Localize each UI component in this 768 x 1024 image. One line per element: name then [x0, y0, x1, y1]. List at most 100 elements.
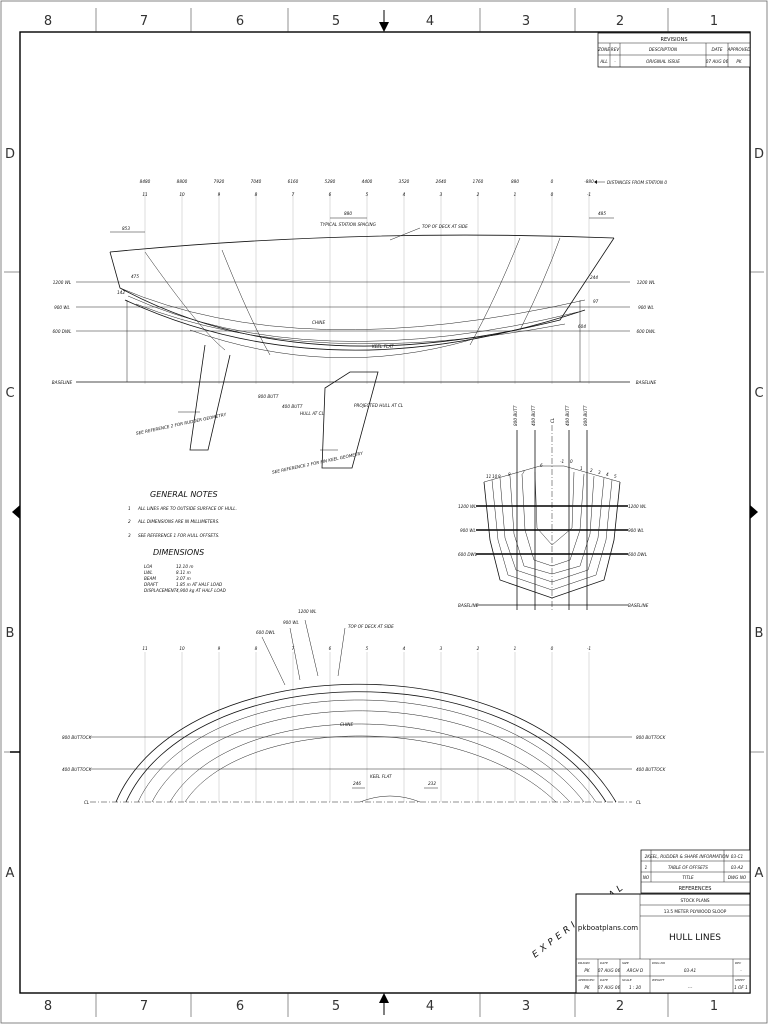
waterline-label: BASELINE [636, 380, 657, 385]
plan-station-number: 6 [329, 646, 332, 651]
dim-label: 244 [590, 275, 598, 280]
profile-view: 8480 8800 7920 7040 6160 5280 4400 3520 … [52, 179, 668, 475]
revisions-cell: PK [736, 59, 743, 64]
plan-station-number: 7 [292, 646, 295, 651]
dimension-key: LOA [144, 564, 153, 569]
dim-label: 853 [122, 226, 130, 231]
reference-number: 1 [645, 865, 648, 870]
distances-note: DISTANCES FROM STATION 0 [607, 180, 667, 185]
revisions-table: REVISIONS ZONE REV DESCRIPTION DATE APPR… [597, 32, 751, 68]
reference-number: NO [643, 875, 650, 880]
body-butt-label: 800 BUTT [583, 405, 588, 426]
plan-wl-label: 900 WL [283, 620, 299, 625]
plan-dim-label: 232 [428, 781, 436, 786]
column-label: 4 [426, 14, 434, 29]
column-label: 1 [710, 999, 718, 1014]
body-wl-label: BASELINE [628, 603, 649, 608]
general-notes: GENERAL NOTES 1 ALL LINES ARE TO OUTSIDE… [128, 490, 237, 538]
keel-flat-label: KEEL FLAT [372, 344, 394, 349]
plan-buttock-label: 400 BUTTOCK [62, 767, 93, 772]
revisions-header: DESCRIPTION [649, 47, 678, 52]
fin-ref-label: SEE REFERENCE 2 FOR FIN KEEL GEOMETRY [272, 450, 364, 474]
dimension-key: BEAM [144, 576, 156, 581]
plan-station-number: 3 [440, 646, 443, 651]
station-number: 2 [477, 192, 480, 197]
dim-label: 142 [117, 290, 125, 295]
body-butt-label: CL [550, 417, 555, 423]
plan-deck-label: TOP OF DECK AT SIDE [348, 624, 394, 629]
rudder-ref-label: SEE REFERENCE 2 FOR RUDDER GEOMETRY [135, 412, 227, 436]
dimensions-title: DIMENSIONS [153, 548, 204, 557]
plan-station-number: 1 [514, 646, 517, 651]
body-butt-label: 800 BUTT [513, 405, 518, 426]
distance-label: 0 [551, 179, 554, 184]
row-label: D [5, 147, 15, 162]
revisions-cell: 07 AUG 06 [706, 59, 729, 64]
column-label: 5 [332, 999, 340, 1014]
distance-label: 2640 [436, 179, 447, 184]
center-mark-left-icon [12, 505, 20, 519]
field-value: 07 AUG 06 [598, 985, 621, 990]
field-label: SIZE [622, 961, 629, 965]
row-label: D [754, 147, 764, 162]
row-label: A [755, 866, 764, 881]
dimension-key: DISPLACEMENT [144, 588, 177, 593]
distance-label: 880 [511, 179, 519, 184]
field-label: DWG NO [652, 961, 666, 965]
distance-label: 8800 [177, 179, 188, 184]
waterline-label: 900 WL [54, 305, 70, 310]
station-number: 0 [551, 192, 554, 197]
distance-label: 6160 [288, 179, 299, 184]
dim-label: 97 [593, 299, 599, 304]
field-label: DATE [600, 978, 608, 982]
body-wl-label: 1200 WL [628, 504, 647, 509]
plan-category: STOCK PLANS [680, 898, 709, 903]
field-label: DATE [600, 961, 608, 965]
profile-hull-lines [109, 234, 615, 469]
distance-label: -880 [584, 179, 594, 184]
station-number: 8 [255, 192, 258, 197]
field-label: REV [735, 961, 742, 965]
note-text: ALL LINES ARE TO OUTSIDE SURFACE OF HULL… [137, 506, 237, 511]
column-label: 6 [236, 999, 244, 1014]
column-label: 2 [616, 999, 624, 1014]
field-label: DRAWN [578, 961, 590, 965]
field-value: ARCH D [626, 968, 644, 973]
references-table: 2 KEEL, RUDDER & SHAPE INFORMATION 03-C1… [640, 849, 751, 894]
dim-label: 604 [578, 324, 586, 329]
dimension-value: 3.07 m [176, 576, 191, 581]
field-label: WEIGHT [652, 978, 665, 982]
body-plan: 800 BUTT 400 BUTT CL 400 BUTT 800 BUTT 1… [458, 405, 649, 610]
body-station-label: 9 [498, 474, 501, 479]
drawing-title: HULL LINES [669, 933, 721, 943]
column-label: 8 [44, 14, 52, 29]
reference-number: 2 [645, 854, 648, 859]
station-spacing-value: 880 [344, 211, 352, 216]
butt-label: 400 BUTT [282, 404, 303, 409]
column-label: 3 [522, 14, 530, 29]
note-text: ALL DIMENSIONS ARE IN MILLIMETERS. [137, 519, 220, 524]
station-number: 11 [142, 192, 148, 197]
deck-line [109, 234, 615, 253]
station-number: -1 [587, 192, 592, 197]
body-station-label: 10 [492, 474, 498, 479]
waterline-label: 600 DWL [52, 329, 72, 334]
body-station-label: 6 [540, 463, 543, 468]
plan-station-number: 5 [366, 646, 369, 651]
station-number: 1 [514, 192, 517, 197]
reference-desc: TITLE [682, 875, 694, 880]
distance-label: 7920 [214, 179, 225, 184]
body-station-label: 2 [590, 468, 593, 473]
dimension-value: 1.85 m AT HALF LOAD [176, 582, 223, 587]
field-value: 1 : 20 [629, 985, 641, 990]
column-label: 3 [522, 999, 530, 1014]
row-label: A [6, 866, 15, 881]
station-number: 3 [440, 192, 443, 197]
column-label: 8 [44, 999, 52, 1014]
note-number: 3 [128, 533, 131, 538]
company-name: pkboatplans.com [578, 924, 638, 932]
row-label: B [755, 626, 764, 641]
column-label: 1 [710, 14, 718, 29]
